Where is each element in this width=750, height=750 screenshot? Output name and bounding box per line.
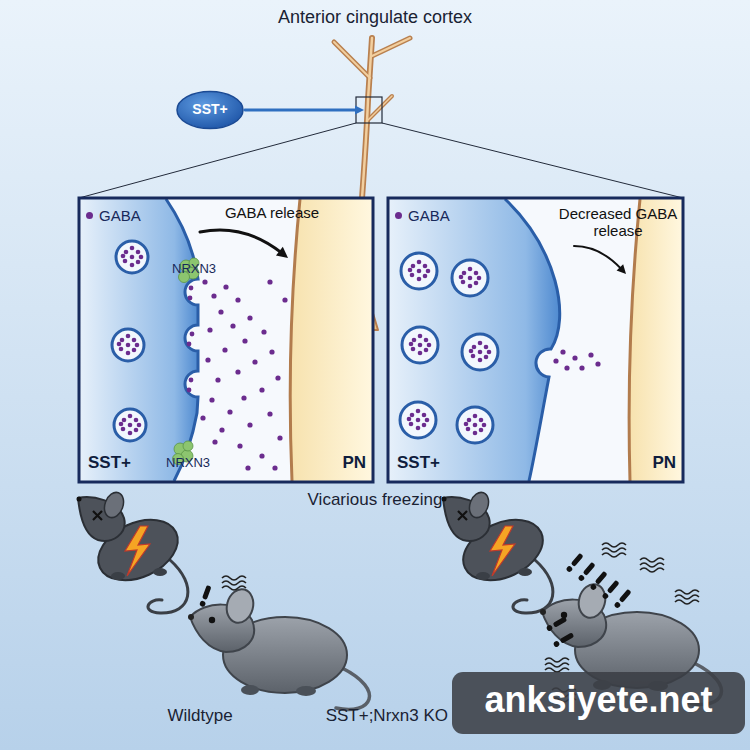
- fear-waves: [545, 658, 569, 672]
- fear-waves: [640, 558, 664, 572]
- arrow-head: [355, 106, 364, 115]
- alarm-mark: [577, 562, 595, 582]
- alarm-mark: [589, 571, 607, 591]
- genotype-label: SST+;Nrxn3 KO: [290, 706, 448, 726]
- axon-connector: [245, 109, 358, 112]
- postsynaptic-neuron: PN: [288, 199, 372, 481]
- presynaptic-terminal: SST+: [80, 199, 200, 481]
- legend-swatch: [395, 212, 402, 219]
- figure-title: Anterior cingulate cortex: [200, 7, 550, 28]
- release-arrow: [574, 246, 622, 269]
- legend-text: GABA: [99, 207, 141, 224]
- zoom-indicator: [79, 97, 683, 198]
- node-label: SST+: [397, 453, 457, 473]
- shocked-mouse: [442, 490, 553, 613]
- behavior-label: Vicarious freezing: [250, 490, 500, 510]
- legend-text: GABA: [408, 207, 450, 224]
- fear-waves: [602, 543, 626, 557]
- zoom-panel-frame: [79, 198, 373, 482]
- protein-label: NRXN3: [166, 456, 236, 471]
- alarm-mark: [565, 553, 583, 573]
- panel-background: [388, 198, 683, 482]
- legend-item: GABA: [86, 207, 141, 224]
- node-label: SST+: [175, 101, 245, 117]
- observer-mouse: [188, 586, 369, 709]
- presynaptic-terminal-shape: [389, 199, 574, 481]
- node-label: PN: [628, 453, 676, 473]
- release-arrow: [200, 230, 282, 253]
- legend-swatch: [86, 212, 93, 219]
- arrow-head: [617, 264, 626, 274]
- edge-label: Decreased GABA release: [556, 205, 680, 240]
- postsynaptic-neuron-shape: [626, 199, 682, 481]
- genotype-label: Wildtype: [140, 706, 260, 726]
- alarm-mark: [601, 580, 619, 600]
- zoom-panel-frame: [388, 198, 683, 482]
- alarm-mark: [553, 632, 575, 648]
- interneuron-soma: SST+: [175, 90, 245, 130]
- alarm-mark: [546, 616, 568, 632]
- postsynaptic-neuron-shape: [288, 199, 372, 481]
- alarm-mark: [199, 585, 212, 607]
- watermark: anksiyete.net: [452, 679, 745, 720]
- node-label: SST+: [88, 453, 148, 473]
- alarm-mark: [613, 589, 631, 609]
- watermark-box: [452, 672, 745, 734]
- arrow-head: [276, 247, 288, 258]
- panel-background: [79, 198, 373, 482]
- postsynaptic-neuron: PN: [626, 199, 682, 481]
- legend-item: GABA: [395, 207, 450, 224]
- presynaptic-terminal: SST+: [389, 199, 574, 481]
- shocked-mouse: [77, 490, 188, 613]
- fear-waves: [222, 576, 246, 590]
- edge-label: GABA release: [208, 204, 336, 221]
- node-label: PN: [318, 453, 366, 473]
- protein-label: NRXN3: [172, 262, 242, 277]
- fear-waves: [675, 590, 699, 604]
- presynaptic-terminal-shape: [80, 199, 200, 481]
